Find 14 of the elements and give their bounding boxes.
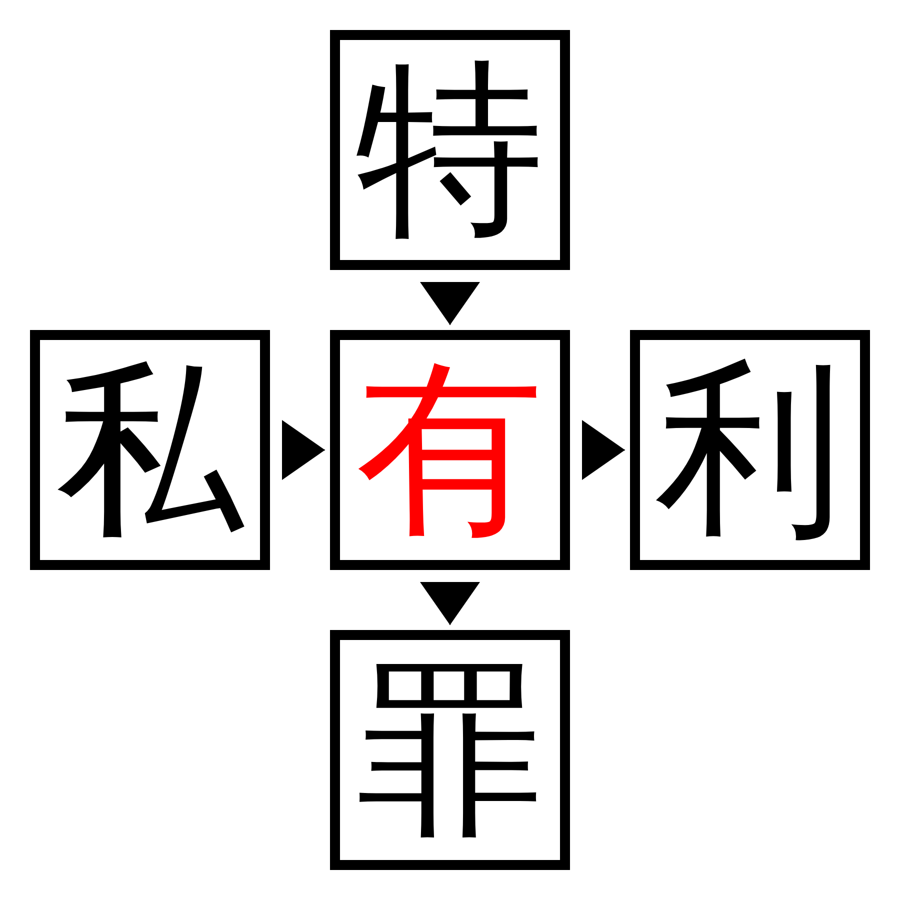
arrow bbox=[420, 282, 480, 326]
character-label: 私 bbox=[56, 356, 244, 544]
arrow bbox=[282, 420, 326, 480]
character-frame bbox=[330, 630, 570, 870]
character-frame bbox=[630, 330, 870, 570]
character-frame bbox=[330, 30, 570, 270]
character-frame bbox=[330, 330, 570, 570]
character-frame bbox=[30, 330, 270, 570]
character-label: 利 bbox=[656, 356, 844, 544]
character-label: 有 bbox=[356, 356, 544, 544]
arrow bbox=[582, 420, 626, 480]
arrow bbox=[420, 582, 480, 626]
character-label: 特 bbox=[356, 56, 544, 244]
character-label: 罪 bbox=[356, 656, 544, 844]
